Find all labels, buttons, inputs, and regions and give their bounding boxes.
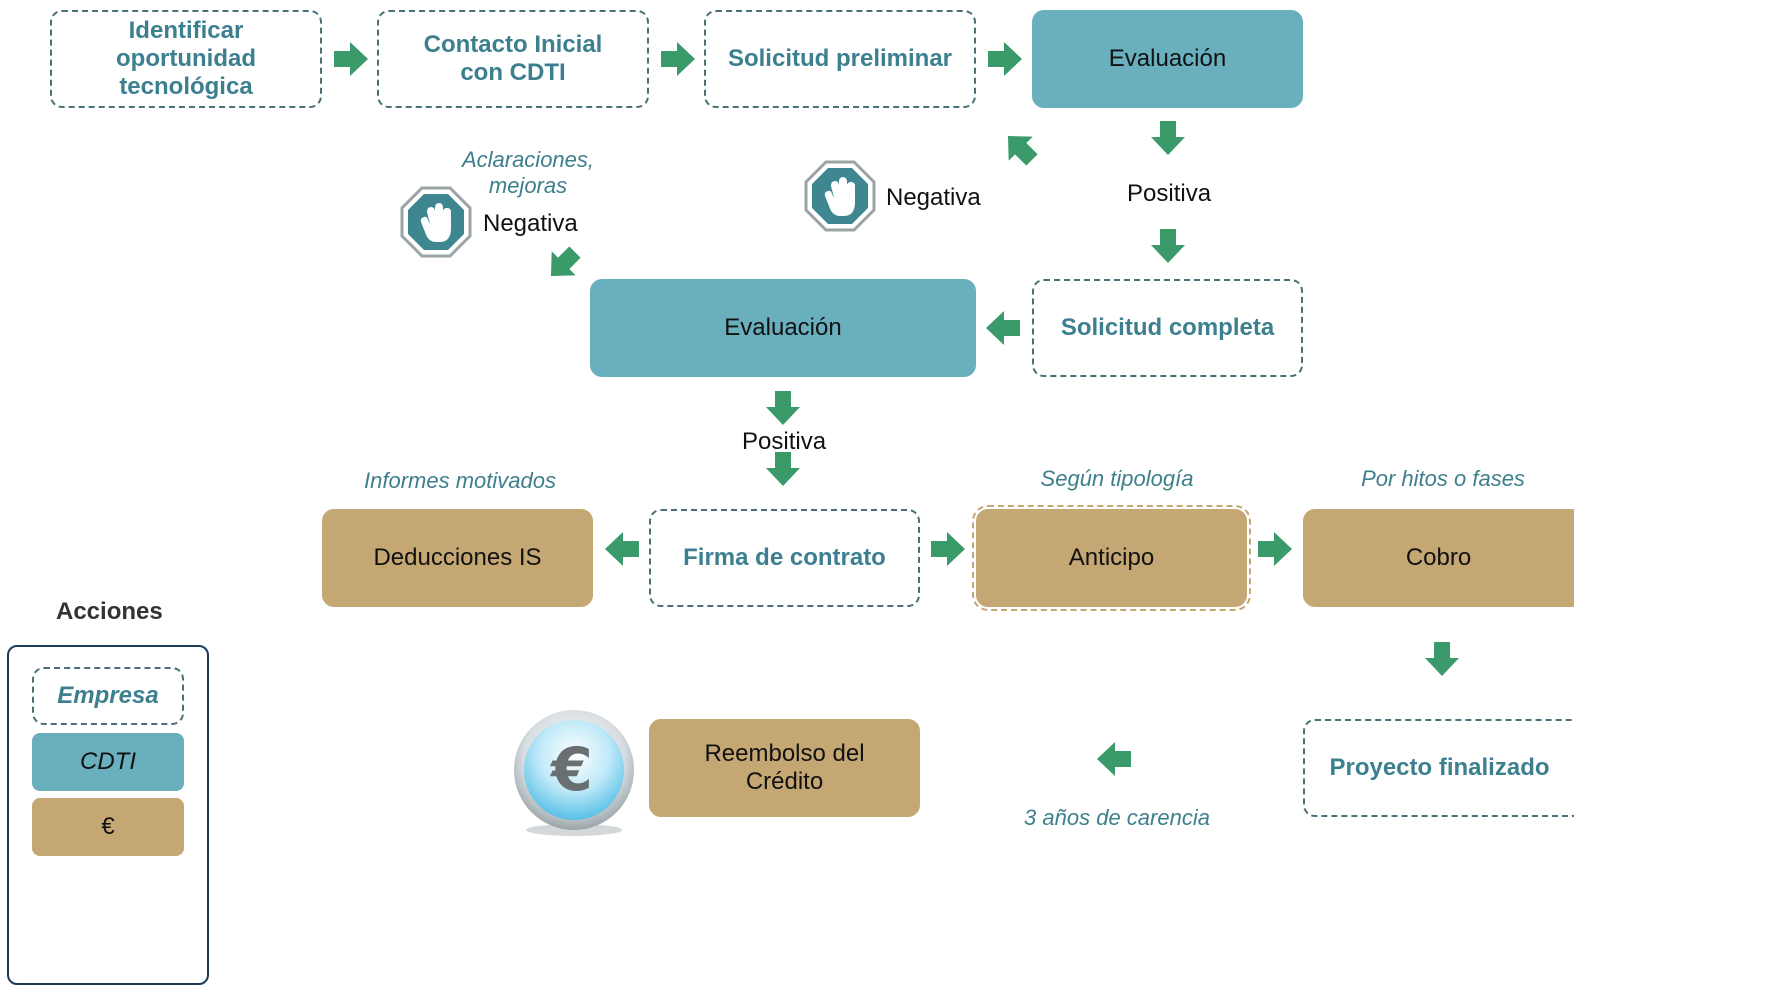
note-tres-anos-carencia: 3 años de carencia (1024, 805, 1210, 830)
label-positiva-1: Positiva (1127, 180, 1212, 207)
note-segun-tipologia: Según tipología (1040, 466, 1194, 491)
arrow-down-icon (1425, 642, 1459, 676)
arrow-down-icon (1151, 121, 1185, 155)
step-contacto-inicial: Contacto Inicial con CDTI (377, 10, 649, 108)
step-anticipo: Anticipo (972, 505, 1251, 611)
step-proyecto-finalizado: Proyecto finalizado (1303, 719, 1574, 817)
label-positiva-2: Positiva (742, 428, 827, 455)
label-negativa-2: Negativa (483, 210, 578, 237)
step-cobro: Cobro (1303, 509, 1574, 607)
arrow-left-icon (1097, 742, 1131, 776)
step-deducciones-is: Deducciones IS (322, 509, 593, 607)
step-evaluacion-2: Evaluación (590, 279, 976, 377)
legend-panel (7, 645, 209, 985)
step-solicitud-preliminar: Solicitud preliminar (704, 10, 976, 108)
step-identificar-oportunidad: Identificar oportunidad tecnológica (50, 10, 322, 108)
euro-coin-icon: € (514, 710, 634, 836)
arrow-right-icon (1258, 532, 1292, 566)
arrow-left-icon (605, 532, 639, 566)
legend-empresa: Empresa (32, 667, 184, 725)
step-solicitud-completa: Solicitud completa (1032, 279, 1303, 377)
arrow-left-icon (986, 311, 1020, 345)
label-negativa-1: Negativa (886, 184, 981, 211)
legend-euro: € (32, 798, 184, 856)
note-informes-motivados: Informes motivados (364, 468, 556, 493)
arrow-right-icon (988, 42, 1022, 76)
step-firma-contrato: Firma de contrato (649, 509, 920, 607)
stop-hand-icon (804, 160, 876, 232)
arrow-right-icon (334, 42, 368, 76)
legend-cdti: CDTI (32, 733, 184, 791)
arrow-down-icon (766, 452, 800, 486)
arrow-right-icon (931, 532, 965, 566)
arrow-down-left-icon (1007, 135, 1038, 166)
arrow-down-icon (766, 391, 800, 425)
stop-hand-icon (400, 186, 472, 258)
note-aclaraciones-mejoras: Aclaraciones, mejoras (461, 147, 595, 199)
arrow-down-icon (1151, 229, 1185, 263)
svg-text:€: € (549, 735, 593, 805)
step-evaluacion-1: Evaluación (1032, 10, 1303, 108)
step-reembolso-credito: Reembolso del Crédito (649, 719, 920, 817)
arrow-right-icon (661, 42, 695, 76)
note-por-hitos: Por hitos o fases (1361, 466, 1525, 491)
legend-title: Acciones (56, 598, 163, 625)
arrow-up-left-icon (550, 246, 581, 277)
